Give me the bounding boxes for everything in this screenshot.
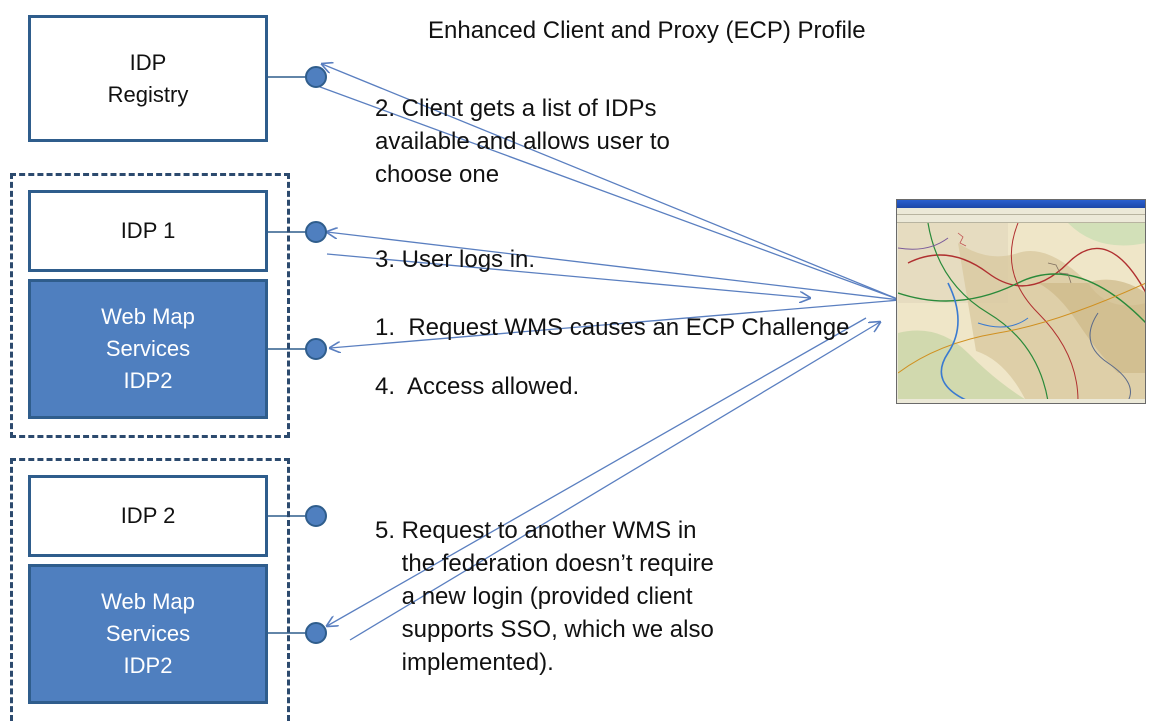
map-window-toolbar — [897, 215, 1145, 223]
wms-top-label: Web Map Services IDP2 — [101, 304, 195, 393]
arrow-step2-to-registry — [322, 64, 901, 301]
map-image — [897, 222, 1145, 402]
map-window-menubar — [897, 208, 1145, 215]
step5-label: 5. Request to another WMS in the federat… — [375, 517, 714, 676]
wms-bottom-label: Web Map Services IDP2 — [101, 589, 195, 678]
idp1-box: IDP 1 — [28, 190, 268, 272]
idp-registry-label: IDP Registry — [107, 49, 189, 107]
wms-top-box: Web Map Services IDP2 — [28, 279, 268, 419]
step4-label: 4. Access allowed. — [375, 373, 580, 400]
map-window-statusbar — [897, 399, 1145, 403]
idp2-group — [10, 458, 290, 721]
arrow-step5-to-client — [349, 322, 880, 641]
arrow-step5-to-wms2 — [327, 317, 867, 626]
arrow-step2-from-registry — [311, 83, 901, 301]
step3-label: 3. User logs in. — [375, 246, 536, 273]
step2-label: 2. Client gets a list of IDPs available … — [375, 95, 670, 188]
step1-label: 1. Request WMS causes an ECP Challenge — [375, 314, 850, 341]
arrow-step3-to-client — [326, 253, 810, 298]
diagram-title: Enhanced Client and Proxy (ECP) Profile — [428, 17, 866, 44]
idp-registry-box: IDP Registry — [28, 15, 268, 142]
idp2-node — [305, 505, 327, 527]
registry-node — [305, 66, 327, 88]
idp2-label: IDP 2 — [120, 503, 176, 528]
arrow-step1-to-wms — [330, 299, 901, 348]
wms-bottom-box: Web Map Services IDP2 — [28, 564, 268, 704]
wms-top-node — [305, 338, 327, 360]
client-map-window — [896, 199, 1146, 404]
idp1-node — [305, 221, 327, 243]
map-window-titlebar — [897, 200, 1145, 208]
idp2-box: IDP 2 — [28, 475, 268, 557]
arrow-step3-to-idp1 — [327, 232, 901, 301]
idp1-group — [10, 173, 290, 438]
wms-bottom-node — [305, 622, 327, 644]
idp1-label: IDP 1 — [120, 218, 176, 243]
